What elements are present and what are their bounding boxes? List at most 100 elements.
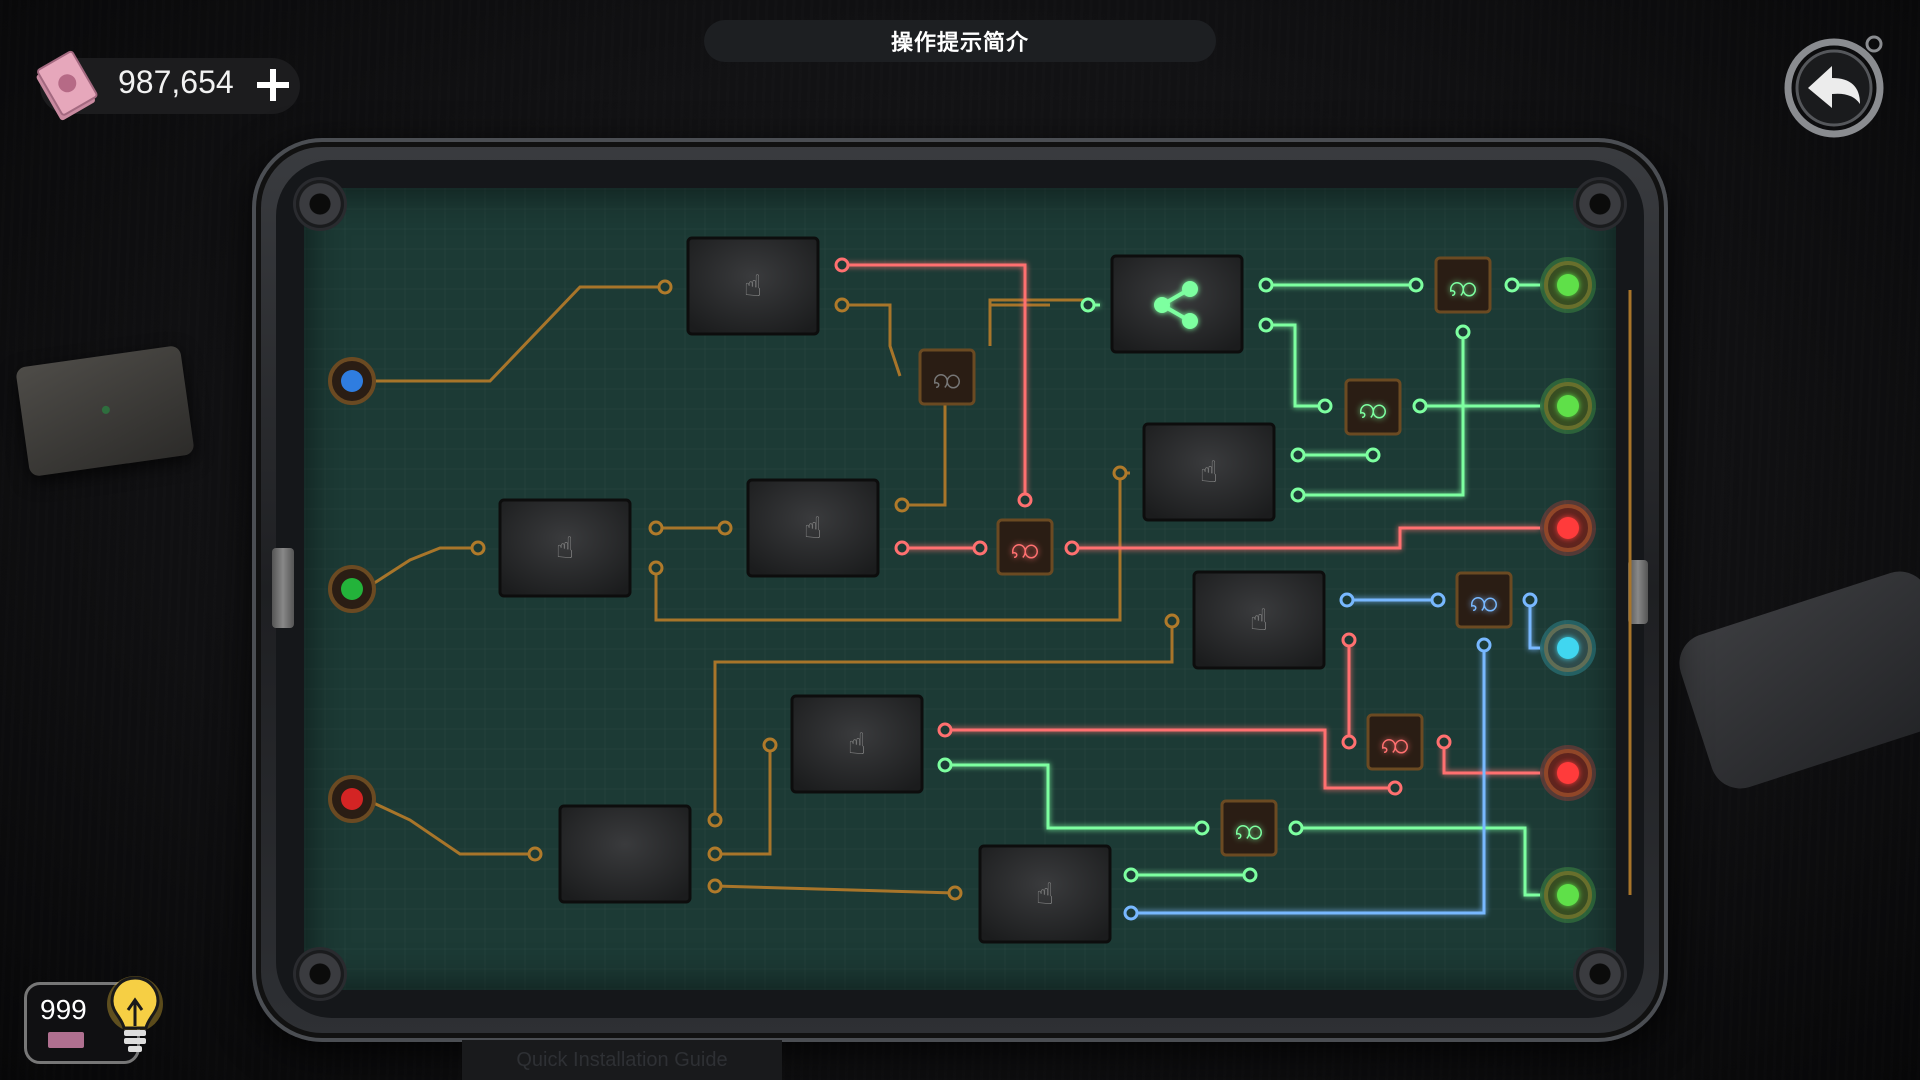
pin (1504, 277, 1520, 293)
trace (1298, 332, 1465, 497)
chip-3[interactable]: ☝ (746, 478, 880, 578)
trace (945, 763, 1202, 830)
hand-pointer-icon: ☝ (804, 511, 822, 546)
back-arrow-icon (1808, 66, 1860, 108)
pin (937, 722, 953, 738)
hint-count: 999 (40, 994, 87, 1025)
pin (1365, 447, 1381, 463)
pin (1436, 734, 1452, 750)
add-currency-button[interactable] (254, 66, 292, 104)
chips: ☝ ☝ ☝ ☝ ☝ ☝ ☝ (498, 236, 1326, 944)
pin (1430, 592, 1446, 608)
trace (364, 546, 478, 591)
mixer-node: ꩡ (1434, 256, 1492, 314)
trace (1072, 526, 1540, 550)
pin (1290, 447, 1306, 463)
pin (762, 737, 778, 753)
trace (1442, 742, 1540, 775)
hand-pointer-icon: ☝ (556, 531, 574, 566)
board-label: Quick Installation Guide (462, 1040, 782, 1080)
trace (365, 285, 665, 383)
pin (1123, 867, 1139, 883)
trace (902, 376, 947, 507)
pin (1164, 613, 1180, 629)
pin (1476, 637, 1492, 653)
pin (648, 520, 664, 536)
triskelion-icon: ꩡ (932, 361, 961, 396)
pin (527, 846, 543, 862)
pin (894, 540, 910, 556)
trace (1296, 826, 1540, 897)
pin (657, 279, 673, 295)
screw-top-left (296, 180, 344, 228)
pin (1288, 820, 1304, 836)
output-led (1540, 257, 1596, 313)
triskelion-icon: ꩡ (1358, 391, 1387, 426)
trace (715, 745, 772, 856)
trace (842, 263, 1027, 500)
pin (1341, 632, 1357, 648)
trace (1266, 323, 1325, 408)
pin (707, 812, 723, 828)
pin (1522, 592, 1538, 608)
mixer-node: ꩡ (1366, 713, 1424, 771)
chip-4[interactable]: ☝ (1142, 422, 1276, 522)
pin (1408, 277, 1424, 293)
trace (364, 797, 535, 856)
mixer-node: ꩡ (996, 518, 1054, 576)
trace (842, 303, 902, 377)
pin (1242, 867, 1258, 883)
pin (1017, 492, 1033, 508)
hand-pointer-icon: ☝ (848, 727, 866, 762)
triskelion-icon: ꩡ (1380, 726, 1409, 761)
chip-7 (558, 804, 692, 904)
mixer-node: ꩡ (1344, 378, 1402, 436)
input-led (328, 357, 376, 405)
pin (1080, 297, 1096, 313)
pin (717, 520, 733, 536)
trace (713, 621, 1174, 820)
chip-splitter[interactable] (1110, 254, 1244, 354)
pin (1387, 780, 1403, 796)
chip-8[interactable]: ☝ (978, 844, 1112, 944)
output-led (1540, 620, 1596, 676)
input-led (328, 565, 376, 613)
output-led (1540, 378, 1596, 434)
hand-pointer-icon: ☝ (1036, 877, 1054, 912)
trace (1131, 645, 1486, 915)
triskelion-icon: ꩡ (1234, 812, 1263, 847)
pin (894, 497, 910, 513)
share-icon (1154, 281, 1198, 329)
pin (1064, 540, 1080, 556)
mixers: ꩡ ꩡ ꩡ ꩡ ꩡ ꩡ ꩡ (918, 256, 1513, 857)
pin (1455, 324, 1471, 340)
triskelion-icon: ꩡ (1010, 531, 1039, 566)
screw-top-right (1576, 180, 1624, 228)
pin (1341, 734, 1357, 750)
pin (470, 540, 486, 556)
pin (1412, 398, 1428, 414)
right-clip (1628, 560, 1648, 624)
chip-2[interactable]: ☝ (498, 498, 632, 598)
pin (834, 297, 850, 313)
pin (648, 560, 664, 576)
mixer-node: ꩡ (1455, 571, 1513, 629)
pin (947, 885, 963, 901)
screw-bottom-left (296, 950, 344, 998)
back-button[interactable] (1782, 30, 1890, 138)
pin (707, 846, 723, 862)
hint-title-bar[interactable]: 操作提示简介 (704, 20, 1216, 62)
pin (972, 540, 988, 556)
cash-stack-icon (36, 50, 98, 121)
left-clip (272, 548, 294, 628)
pins (470, 257, 1538, 921)
pin (707, 878, 723, 894)
chip-6[interactable]: ☝ (790, 694, 924, 794)
chip-1[interactable]: ☝ (686, 236, 820, 336)
lightbulb-icon[interactable] (102, 970, 168, 1060)
chip-5[interactable]: ☝ (1192, 570, 1326, 670)
pin (834, 257, 850, 273)
mixer-node: ꩡ (918, 348, 976, 406)
trace (714, 884, 956, 895)
